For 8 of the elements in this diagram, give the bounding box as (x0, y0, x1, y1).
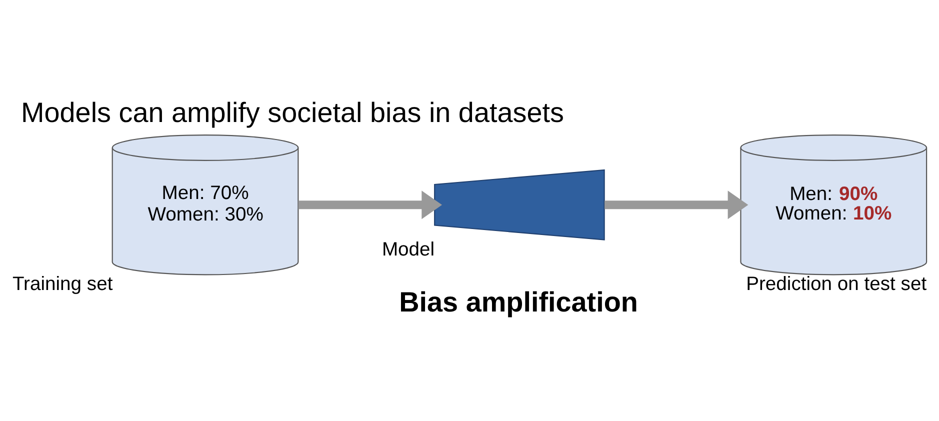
node-trapezoid (434, 169, 605, 240)
caption: Bias amplification (399, 286, 638, 318)
node-label: Model (382, 239, 435, 260)
diagram-title: Models can amplify societal bias in datasets (21, 96, 564, 128)
arrow (604, 190, 748, 220)
node-label: Prediction on test set (746, 274, 927, 296)
node-label: Training set (12, 274, 113, 296)
arrow (298, 190, 442, 220)
